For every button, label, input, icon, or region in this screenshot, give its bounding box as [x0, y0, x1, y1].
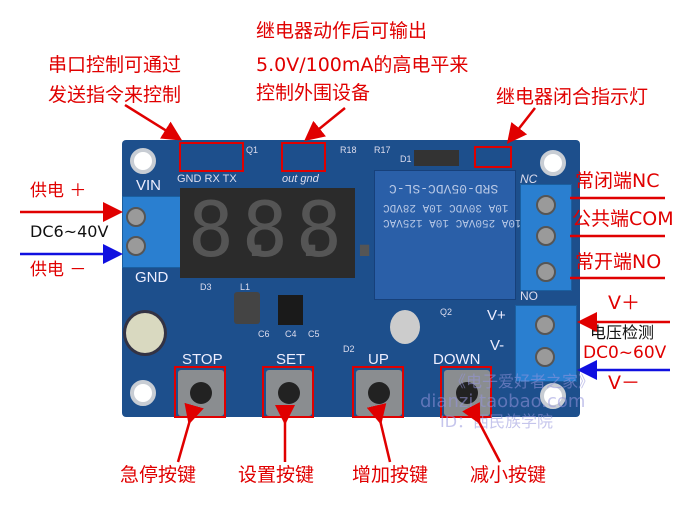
- nc-board-label: NC: [520, 172, 538, 186]
- l1-label: L1: [240, 282, 251, 292]
- mount-hole: [540, 383, 566, 409]
- stop-board-label: STOP: [182, 351, 223, 368]
- out-pins-label: out gnd: [282, 173, 319, 185]
- arrow: [176, 402, 204, 463]
- arrow: [366, 403, 392, 463]
- d2-label: D2: [343, 344, 355, 354]
- watermark: dianzi.taobao.com: [420, 391, 586, 412]
- relay: SRD-05VDC-SL-C 10A 30VDC 10A 28VDC 10A 2…: [374, 170, 522, 300]
- vin-label: VIN: [136, 177, 162, 194]
- buzzer: [390, 310, 420, 344]
- com-annotation: 公共端COM: [572, 208, 674, 230]
- power-plus-annotation: 供电 ＋: [30, 181, 87, 201]
- vminus-board-label: V-: [490, 337, 505, 354]
- down-board-label: DOWN: [433, 351, 481, 368]
- screw: [126, 236, 146, 256]
- screw: [536, 195, 556, 215]
- vplus-board-label: V+: [487, 307, 506, 324]
- no-board-label: NO: [520, 289, 538, 303]
- output-annotation-line1: 继电器动作后可输出: [256, 20, 428, 42]
- arrow: [124, 103, 183, 141]
- gnd-label: GND: [135, 269, 169, 286]
- vminus-annotation: V－: [608, 372, 640, 394]
- screw: [536, 226, 556, 246]
- d1-label: D1: [400, 154, 412, 164]
- down-key-annotation: 减小按键: [470, 464, 547, 486]
- output-header-highlight: [281, 142, 326, 172]
- display-digit: 8.: [296, 185, 388, 274]
- serial-annotation-line1: 串口控制可通过: [48, 54, 182, 76]
- set-key-annotation: 设置按键: [238, 464, 315, 486]
- screw: [535, 315, 555, 335]
- c4-label: C4: [285, 329, 297, 339]
- voltage-detect-annotation: 电压检测: [590, 323, 655, 342]
- mount-hole: [130, 148, 156, 174]
- c5-label: C5: [308, 329, 320, 339]
- arrow: [506, 107, 536, 144]
- inductor: [234, 292, 260, 324]
- capacitor: [123, 310, 167, 356]
- seven-segment-display: 8. 8. 8.: [180, 185, 388, 278]
- set-board-label: SET: [276, 351, 306, 368]
- vplus-annotation: V＋: [608, 292, 640, 314]
- nc-annotation: 常闭端NC: [575, 170, 660, 192]
- up-key-annotation: 增加按键: [352, 464, 429, 486]
- relay-indicator-annotation: 继电器闭合指示灯: [496, 86, 649, 108]
- serial-pins-label: GND RX TX: [177, 173, 237, 185]
- mount-hole: [540, 150, 566, 176]
- q1-label: Q1: [246, 145, 259, 155]
- serial-annotation-line2: 发送指令来控制: [48, 84, 182, 106]
- mount-hole: [130, 380, 156, 406]
- serial-header-highlight: [179, 142, 244, 172]
- up-board-label: UP: [368, 351, 389, 368]
- detect-range-annotation: DC0~60V: [583, 343, 667, 363]
- power-minus-annotation: 供电 －: [30, 260, 87, 280]
- screw: [536, 262, 556, 282]
- power-range-annotation: DC6~40V: [30, 222, 109, 241]
- screw: [126, 207, 146, 227]
- watermark: 《电子爱好者之家》: [450, 372, 595, 391]
- r18-label: R18: [340, 145, 357, 155]
- c6-label: C6: [258, 329, 270, 339]
- output-annotation-line3: 控制外围设备: [256, 82, 371, 104]
- screw: [535, 347, 555, 367]
- display-digit: 8.: [188, 185, 280, 274]
- q2-label: Q2: [440, 307, 453, 317]
- chip: [278, 295, 303, 325]
- stop-key-annotation: 急停按键: [120, 464, 197, 486]
- display-digit: 8.: [242, 185, 334, 274]
- indicator-led-highlight: [474, 146, 512, 168]
- r17-label: R17: [374, 145, 391, 155]
- arrow: [462, 402, 502, 463]
- diode-d1: [414, 150, 459, 166]
- d3-label: D3: [200, 282, 212, 292]
- arrow: [304, 107, 346, 142]
- no-annotation: 常开端NO: [575, 251, 662, 273]
- output-annotation-line2: 5.0V/100mA的高电平来: [256, 54, 469, 76]
